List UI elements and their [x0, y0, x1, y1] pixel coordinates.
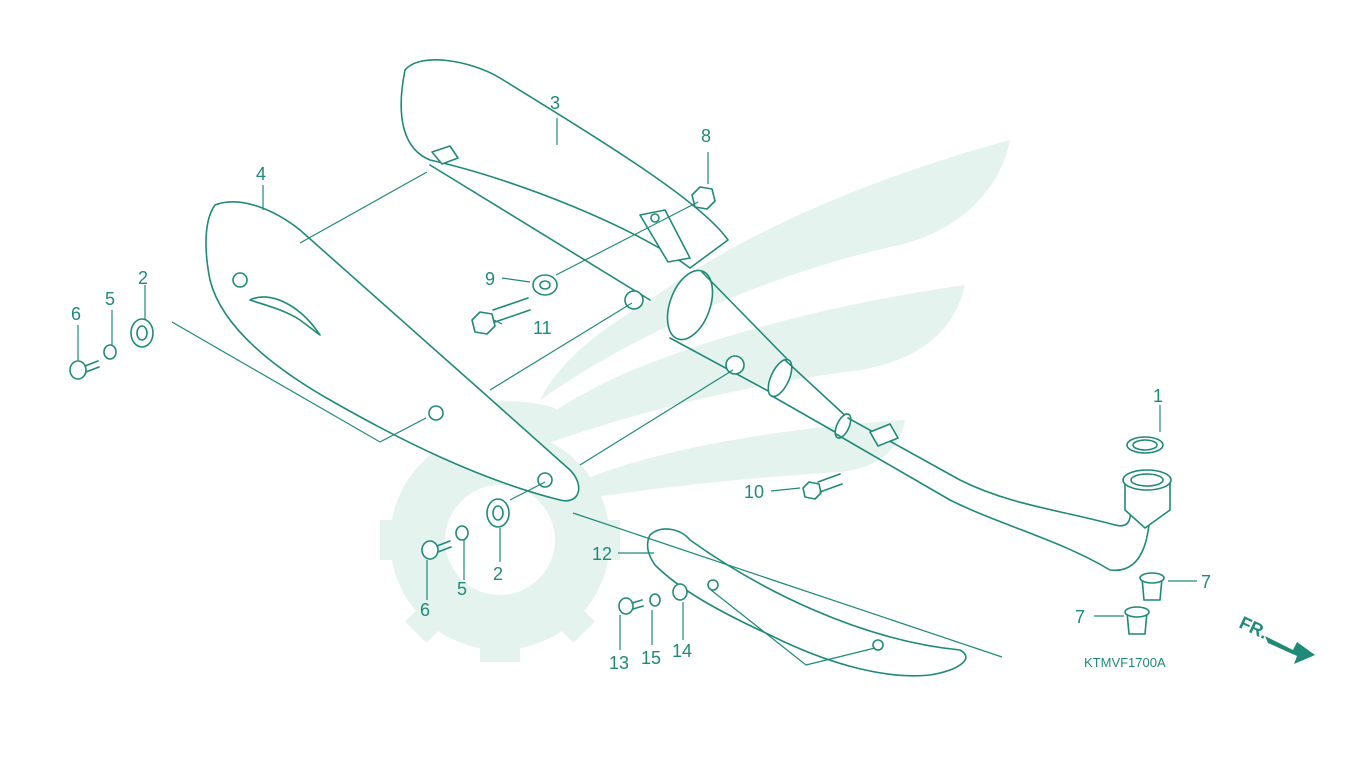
- callout-label: 4: [256, 164, 266, 184]
- callout-label: 5: [105, 289, 115, 309]
- callouts: 1 2 2 3 4 5 5 6 6 7 7 8 9 10 11 12 13 14…: [71, 93, 1211, 673]
- hardware: [69, 186, 1165, 635]
- callout-label: 2: [493, 564, 503, 584]
- callout-label: 6: [420, 600, 430, 620]
- callout-label: 2: [138, 268, 148, 288]
- direction-label: FR.: [1236, 612, 1271, 642]
- callout-label: 8: [701, 126, 711, 146]
- part-code: KTMVF1700A: [1084, 655, 1166, 670]
- callout-label: 3: [550, 93, 560, 113]
- callout-label: 11: [533, 318, 552, 338]
- callout-label: 9: [485, 269, 495, 289]
- front-direction-arrow: FR.: [1236, 612, 1315, 664]
- callout-label: 14: [672, 641, 692, 661]
- lower-heat-shield: [205, 201, 580, 502]
- side-protector: [646, 528, 967, 677]
- callout-label: 7: [1201, 572, 1211, 592]
- callout-label: 13: [609, 653, 629, 673]
- callout-label: 5: [457, 579, 467, 599]
- callout-label: 1: [1153, 386, 1163, 406]
- leader-lines: [77, 118, 1197, 666]
- callout-label: 6: [71, 304, 81, 324]
- callout-label: 12: [592, 544, 612, 564]
- upper-heat-shield: [400, 59, 729, 269]
- callout-label: 10: [744, 482, 764, 502]
- callout-label: 15: [641, 648, 661, 668]
- callout-label: 7: [1075, 607, 1085, 627]
